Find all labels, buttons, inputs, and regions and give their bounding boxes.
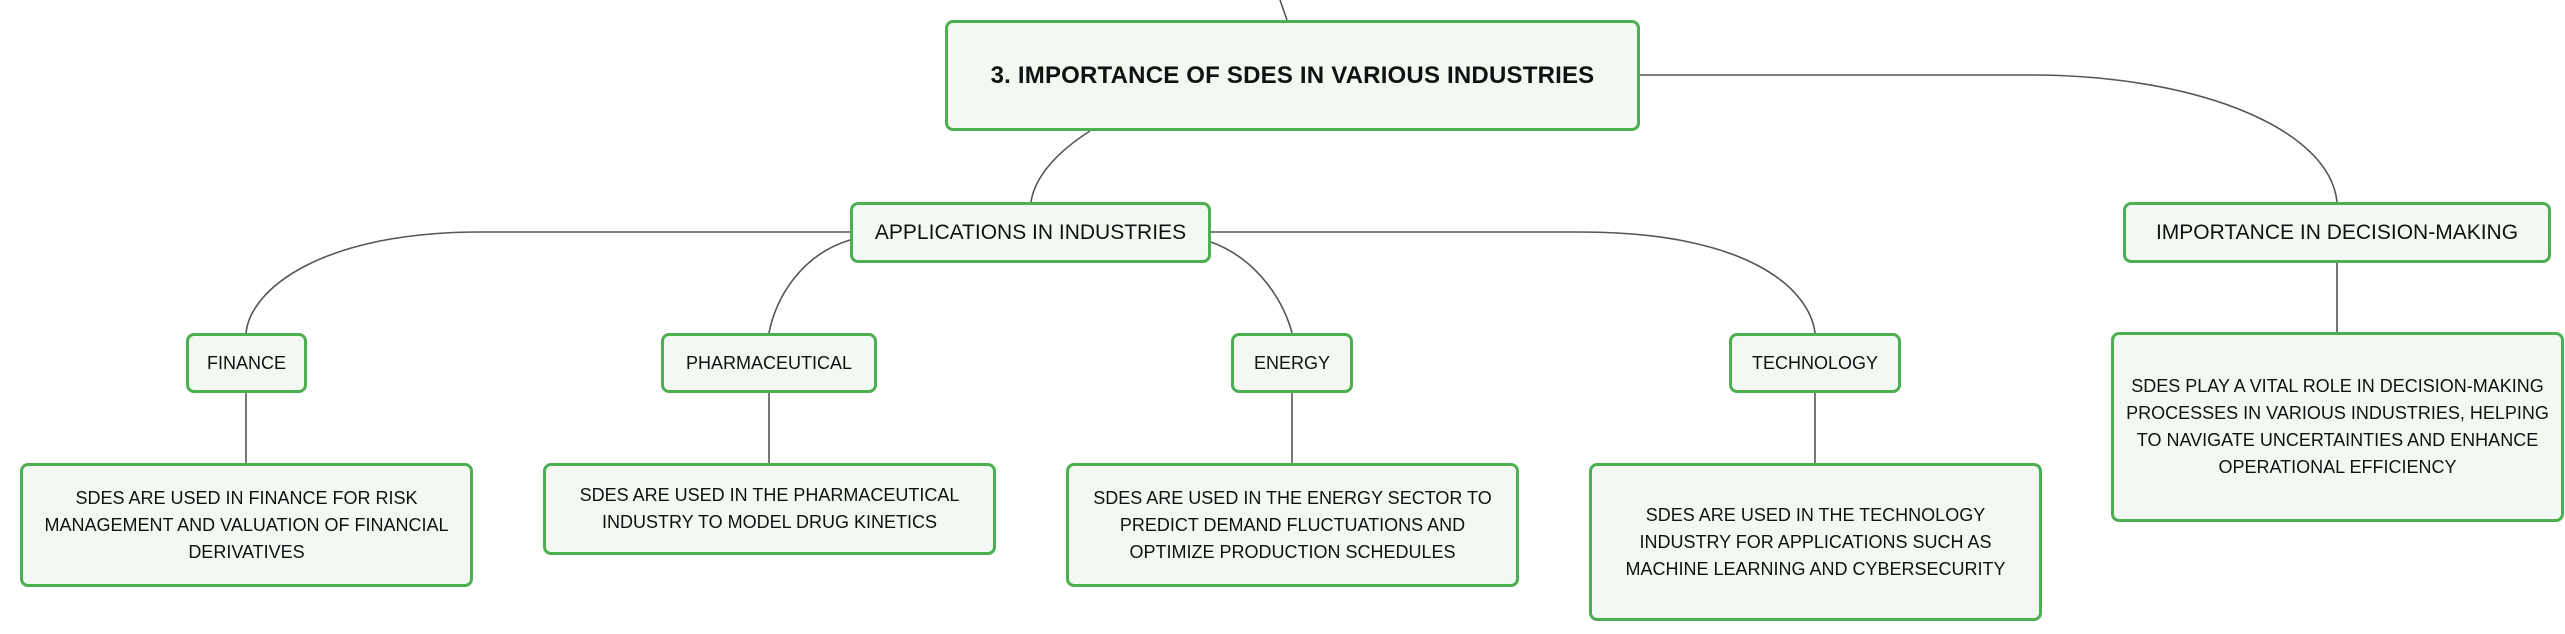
decision-making-label: IMPORTANCE IN DECISION-MAKING — [2155, 220, 2519, 244]
decision-making-detail-text: SDES PLAY A VITAL ROLE IN DECISION-MAKIN… — [2126, 376, 2549, 477]
energy-detail-node[interactable]: SDES ARE USED IN THE ENERGY SECTOR TO PR… — [1066, 463, 1519, 587]
finance-label: FINANCE — [206, 352, 286, 373]
pharmaceutical-node[interactable]: PHARMACEUTICAL — [661, 333, 877, 393]
finance-detail-node[interactable]: SDES ARE USED IN FINANCE FOR RISK MANAGE… — [20, 463, 473, 587]
applications-label: APPLICATIONS IN INDUSTRIES — [874, 220, 1187, 244]
energy-label: ENERGY — [1253, 352, 1331, 373]
energy-detail-text: SDES ARE USED IN THE ENERGY SECTOR TO PR… — [1093, 487, 1492, 562]
technology-detail-text: SDES ARE USED IN THE TECHNOLOGY INDUSTRY… — [1625, 504, 2006, 579]
finance-node[interactable]: FINANCE — [186, 333, 307, 393]
root-topic[interactable]: 3. IMPORTANCE OF SDES IN VARIOUS INDUSTR… — [945, 20, 1640, 131]
applications-node[interactable]: APPLICATIONS IN INDUSTRIES — [850, 202, 1211, 263]
pharmaceutical-detail-text: SDES ARE USED IN THE PHARMACEUTICAL INDU… — [579, 485, 960, 532]
pharmaceutical-label: PHARMACEUTICAL — [685, 352, 853, 373]
technology-label: TECHNOLOGY — [1751, 352, 1879, 373]
technology-detail-node[interactable]: SDES ARE USED IN THE TECHNOLOGY INDUSTRY… — [1589, 463, 2042, 621]
connector-root-to-decision — [1640, 74, 2338, 203]
decision-making-detail-node[interactable]: SDES PLAY A VITAL ROLE IN DECISION-MAKIN… — [2111, 332, 2564, 522]
connector-applications-to-energy — [1210, 241, 1293, 334]
connector-root-to-applications — [1030, 130, 1091, 203]
connector-applications-to-pharmaceutical — [768, 239, 851, 334]
finance-detail-text: SDES ARE USED IN FINANCE FOR RISK MANAGE… — [44, 487, 449, 562]
root-topic-label: 3. IMPORTANCE OF SDES IN VARIOUS INDUSTR… — [990, 61, 1595, 89]
connector-applications-to-finance — [245, 231, 850, 334]
pharmaceutical-detail-node[interactable]: SDES ARE USED IN THE PHARMACEUTICAL INDU… — [543, 463, 996, 555]
energy-node[interactable]: ENERGY — [1231, 333, 1353, 393]
connector-applications-to-technology — [1211, 231, 1816, 334]
decision-making-node[interactable]: IMPORTANCE IN DECISION-MAKING — [2123, 202, 2551, 263]
connector-parent-to-root — [1279, 0, 1288, 21]
technology-node[interactable]: TECHNOLOGY — [1729, 333, 1901, 393]
